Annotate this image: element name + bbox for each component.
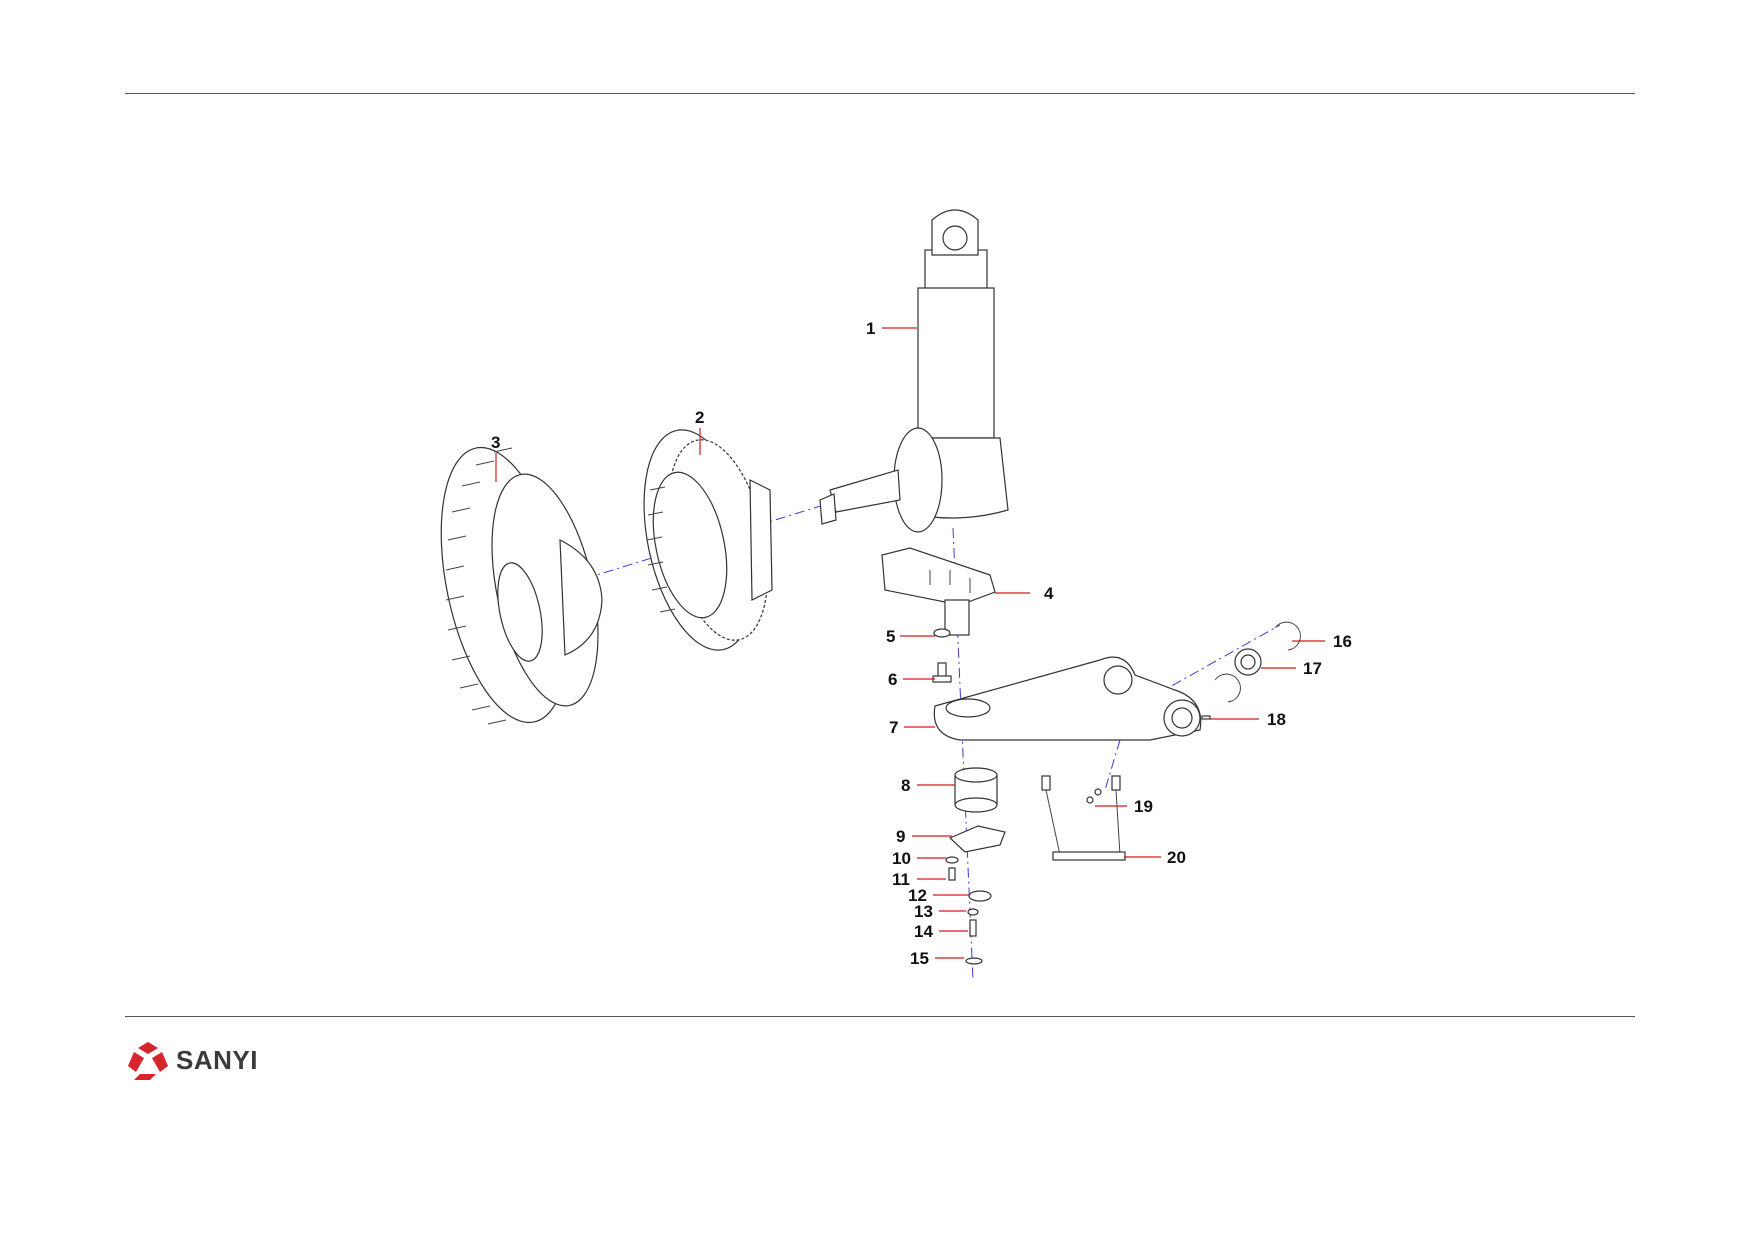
callout-10: 10 [892, 849, 911, 868]
callout-17: 17 [1303, 659, 1322, 678]
part-control-arm [933, 656, 1202, 741]
callout-6: 6 [888, 670, 897, 689]
callout-3: 3 [491, 433, 500, 452]
callout-16: 16 [1333, 632, 1352, 651]
callout-12: 12 [908, 886, 927, 905]
callout-18: 18 [1267, 710, 1286, 729]
callout-13: 13 [914, 902, 933, 921]
brand-name: SANYI [176, 1044, 258, 1075]
callout-20: 20 [1167, 848, 1186, 867]
part-cap-12 [968, 890, 992, 902]
callouts: 1 2 3 4 5 6 7 8 9 10 11 12 13 14 15 16 1 [491, 319, 1352, 968]
header-rule [125, 93, 1635, 94]
part-bushing [954, 767, 998, 813]
part-oring-15 [965, 957, 983, 965]
callout-15: 15 [910, 949, 929, 968]
part-bolt-11 [948, 867, 956, 881]
part-washer-5 [933, 628, 951, 638]
callout-8: 8 [901, 776, 910, 795]
callout-5: 5 [886, 627, 895, 646]
footer-rule [125, 1016, 1635, 1017]
part-washer-10 [945, 856, 959, 864]
part-strut-cylinder [819, 209, 1009, 533]
part-bolt-6 [932, 662, 952, 683]
part-fastener-19 [1086, 788, 1102, 804]
part-bolt-14 [969, 919, 977, 937]
part-plate-9 [948, 825, 1006, 853]
callout-1: 1 [866, 319, 875, 338]
part-washer-13 [967, 908, 979, 916]
callout-19: 19 [1134, 797, 1153, 816]
part-brake-assembly [643, 429, 773, 651]
part-wheel-hub [440, 446, 603, 725]
part-bearing-17 [1234, 648, 1262, 676]
sanyi-logo-icon [128, 1042, 168, 1080]
callout-11: 11 [892, 870, 910, 889]
part-pin-18 [1201, 715, 1211, 720]
callout-4: 4 [1044, 584, 1054, 603]
part-steering-bracket [881, 547, 996, 636]
part-snap-ring-16 [1214, 621, 1301, 703]
brand-logo: SANYI [126, 1040, 258, 1080]
callout-9: 9 [896, 827, 905, 846]
callout-2: 2 [695, 408, 704, 427]
callout-14: 14 [914, 922, 933, 941]
callout-7: 7 [889, 718, 898, 737]
part-link-rod-20 [1041, 775, 1126, 861]
